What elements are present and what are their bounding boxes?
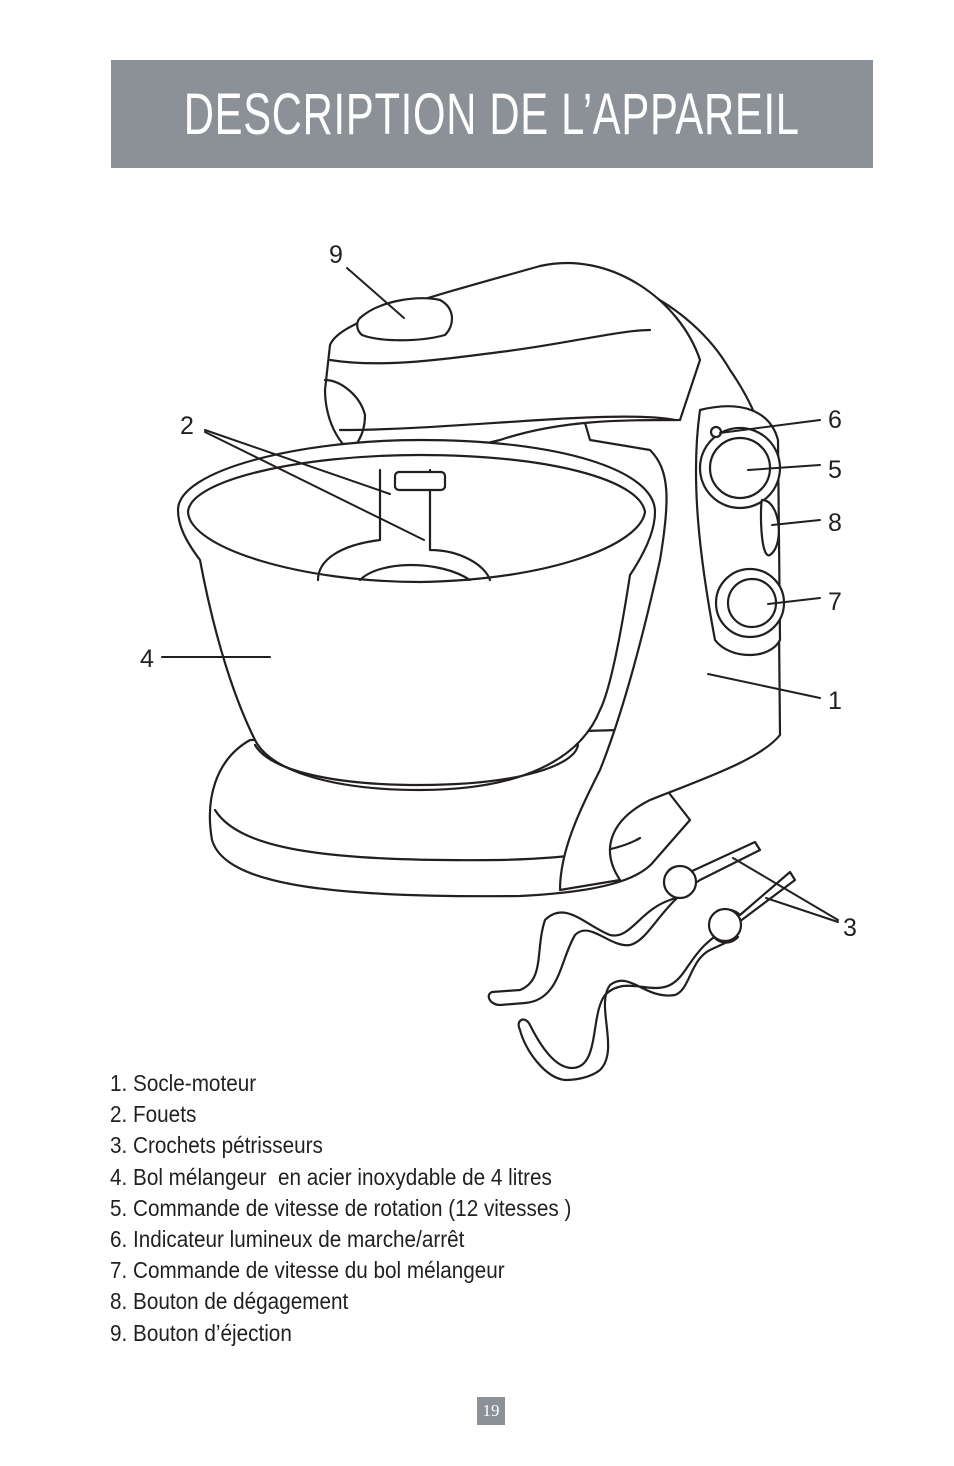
legend-item: 9. Bouton d’éjection <box>110 1319 292 1346</box>
page-number: 19 <box>477 1397 505 1425</box>
callout-8: 8 <box>828 509 842 537</box>
leader-7 <box>767 597 821 605</box>
parts-legend: 1. Socle-moteur 2. Fouets 3. Crochets pé… <box>110 1068 571 1349</box>
leader-1 <box>707 673 821 699</box>
legend-item: 1. Socle-moteur <box>110 1070 257 1096</box>
leader-6 <box>719 419 821 434</box>
callout-6: 6 <box>828 406 842 434</box>
leader-2a <box>204 429 391 495</box>
legend-item: 7. Commande de vitesse du bol mélangeur <box>110 1257 505 1284</box>
callout-7: 7 <box>828 588 842 616</box>
leader-3b <box>765 897 839 923</box>
callout-1: 1 <box>828 687 842 715</box>
leader-3a <box>732 857 839 921</box>
legend-item: 8. Bouton de dégagement <box>110 1288 349 1315</box>
leader-8 <box>771 519 821 526</box>
leader-2b <box>204 431 425 541</box>
title-banner: DESCRIPTION DE L’APPAREIL <box>111 60 873 168</box>
callout-9: 9 <box>329 241 343 269</box>
leader-9 <box>346 267 405 319</box>
legend-item: 3. Crochets pétrisseurs <box>110 1132 323 1159</box>
callout-5: 5 <box>828 456 842 484</box>
legend-item: 2. Fouets <box>110 1101 197 1128</box>
callout-3: 3 <box>843 914 857 942</box>
legend-item: 5. Commande de vitesse de rotation (12 v… <box>110 1194 572 1221</box>
leader-5 <box>747 464 821 471</box>
legend-item: 6. Indicateur lumineux de marche/arrêt <box>110 1226 465 1253</box>
power-indicator <box>709 425 723 439</box>
legend-item: 4. Bol mélangeur en acier inoxydable de … <box>110 1163 552 1190</box>
page-title: DESCRIPTION DE L’APPAREIL <box>184 81 800 147</box>
callout-2: 2 <box>180 412 194 440</box>
beater <box>316 468 492 582</box>
callout-4: 4 <box>140 645 154 673</box>
eject-button <box>356 297 453 342</box>
release-button <box>759 498 780 557</box>
dough-hook-2 <box>517 870 797 1082</box>
